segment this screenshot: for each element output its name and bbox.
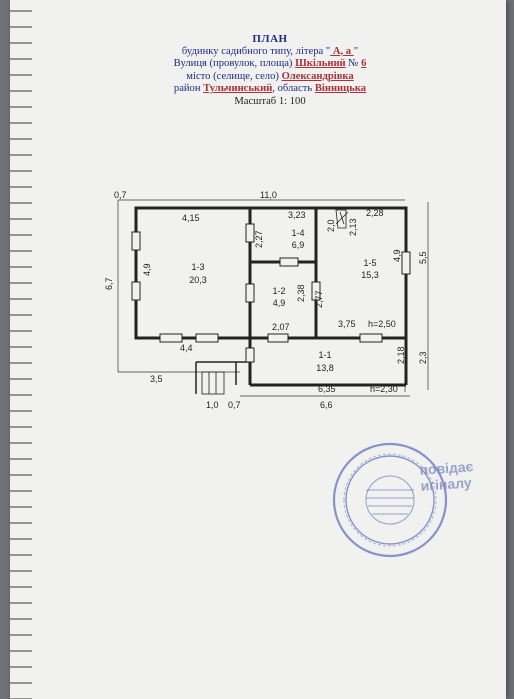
dim-3-5: 3,5 (150, 374, 163, 384)
room-1-4-code: 1-4 (291, 228, 304, 238)
district-name: Тульчинський (203, 83, 273, 94)
walls (134, 206, 408, 394)
dim-2-38: 2,38 (296, 284, 306, 302)
plan-header: ПЛАН будинку садибного типу, літера " А,… (100, 33, 440, 108)
room-1-1-area: 13,8 (316, 363, 334, 373)
building-label: будинку садибного типу, літера " (181, 45, 331, 57)
dim-4-9-left: 4,9 (142, 263, 152, 276)
dim-h-2-30: h=2,30 (370, 384, 398, 394)
region-name: Вінницька (314, 83, 367, 94)
district-label: район (173, 83, 204, 94)
dim-6-35: 6,35 (318, 384, 336, 394)
dim-5-5: 5,5 (418, 251, 428, 264)
plan-scale: Масштаб 1: 100 (234, 95, 306, 107)
dim-4-4: 4,4 (180, 343, 193, 353)
room-1-5-code: 1-5 (363, 258, 376, 268)
spiral-binding (10, 0, 32, 699)
room-1-1-code: 1-1 (318, 350, 331, 360)
certification-stamp: повідає игіналу (419, 458, 475, 494)
dim-2-77: 2,77 (314, 290, 324, 308)
number-label: № (345, 58, 362, 69)
dim-6-6: 6,6 (320, 400, 333, 410)
dim-0-7-bottom: 0,7 (228, 400, 241, 410)
house-number: 6 (361, 58, 367, 69)
street-name: Шкільний (295, 58, 346, 69)
dim-2-3: 2,3 (418, 351, 428, 364)
room-1-3-code: 1-3 (191, 262, 204, 272)
building-quote-end: " (353, 45, 359, 57)
dim-2-18: 2,18 (396, 346, 406, 364)
document-sheet (10, 0, 506, 699)
stairs (201, 209, 349, 395)
dim-3-75: 3,75 (338, 319, 356, 329)
building-line: будинку садибного типу, літера " А, а " (100, 46, 440, 59)
windows (131, 231, 411, 343)
dim-2-13: 2,13 (348, 218, 358, 236)
street-label: Вулиця (провулок, площа) (173, 58, 296, 69)
street-line: Вулиця (провулок, площа) Шкільний № 6 (100, 58, 440, 71)
official-seal (332, 442, 448, 558)
room-1-2-area: 4,9 (273, 298, 286, 308)
room-1-3-area: 20,3 (189, 275, 207, 285)
dim-2-27: 2,27 (254, 230, 264, 248)
district-line: район Тульчинський, область Вінницька (100, 83, 440, 96)
dimension-labels: 0,7 11,0 4,15 3,23 2,28 6,7 4,9 2,27 2,0… (104, 190, 428, 410)
dim-2-07: 2,07 (272, 322, 290, 332)
dim-h-2-50: h=2,50 (368, 319, 396, 329)
village-name: Олександрівка (281, 70, 354, 82)
room-1-4-area: 6,9 (292, 240, 305, 250)
dim-4-15: 4,15 (182, 213, 200, 223)
village-line: місто (селище, село) Олександрівка (100, 71, 440, 84)
dim-11-0: 11,0 (260, 190, 277, 200)
village-label: місто (селище, село) (186, 70, 282, 82)
room-1-2-code: 1-2 (272, 286, 285, 296)
building-letter: А, а (330, 45, 354, 57)
dim-2-28: 2,28 (366, 208, 384, 218)
doors (245, 223, 321, 363)
room-labels: 1-3 20,3 1-4 6,9 1-5 15,3 1-2 4,9 1-1 13… (189, 228, 379, 373)
dim-3-23: 3,23 (288, 210, 306, 220)
room-1-5-area: 15,3 (361, 270, 379, 280)
dim-4-9-right: 4,9 (392, 249, 402, 262)
dim-0-7-top: 0,7 (114, 190, 127, 200)
dim-2-0: 2,0 (326, 219, 336, 232)
region-label: , область (272, 83, 315, 94)
plan-title: ПЛАН (252, 33, 288, 45)
dim-1-0: 1,0 (206, 400, 219, 410)
dim-6-7: 6,7 (104, 277, 114, 290)
